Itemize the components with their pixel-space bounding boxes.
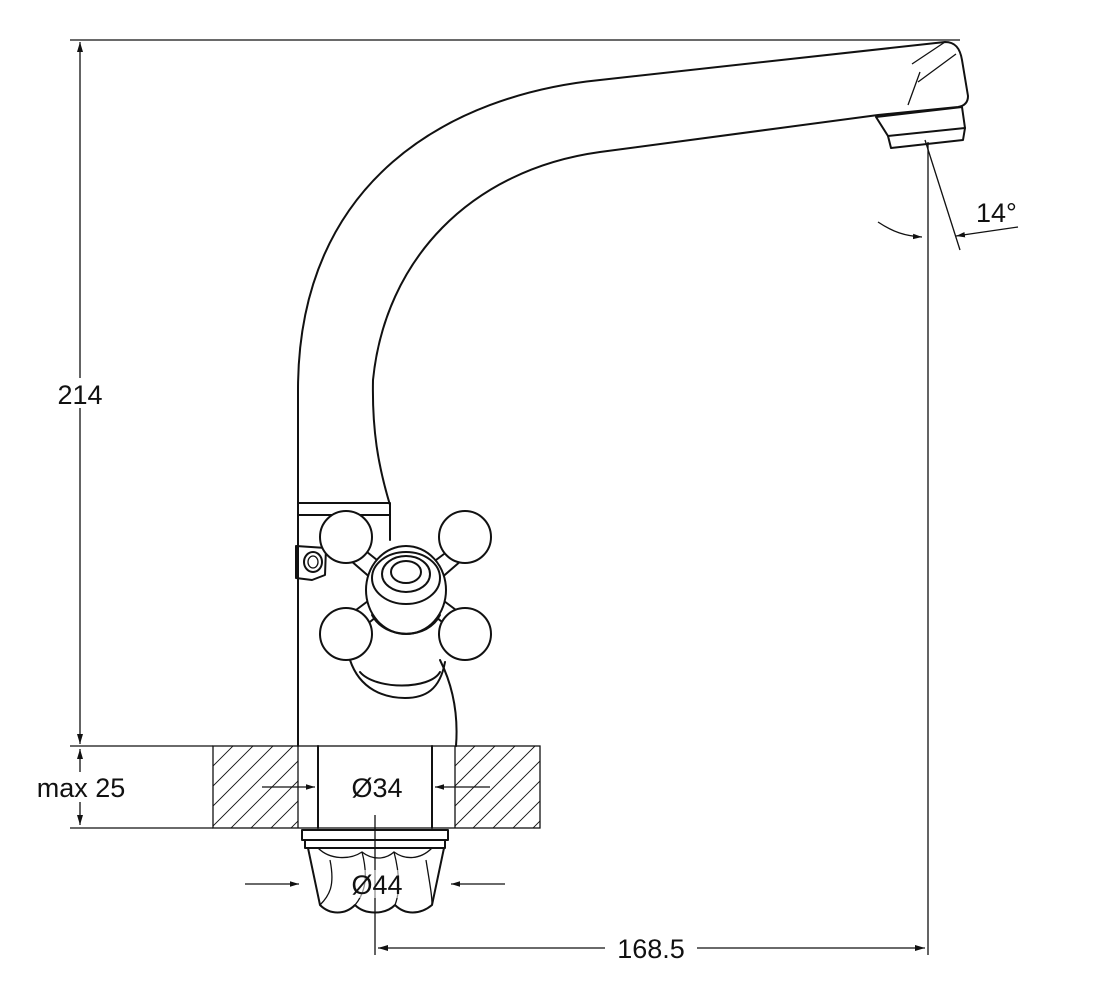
faucet-body <box>295 41 969 747</box>
spout-outline <box>297 41 969 506</box>
dimension-nut-diameter: Ø44 <box>245 870 505 900</box>
dimension-angle-label: 14° <box>976 198 1017 228</box>
dimension-angle: 14° <box>877 139 1019 251</box>
handle-knob-top-left <box>319 510 373 564</box>
dimension-thickness-label: max 25 <box>37 773 126 803</box>
dimension-thickness: max 25 <box>25 749 213 829</box>
aerator <box>875 106 966 137</box>
dimension-nut-diameter-label: Ø44 <box>351 870 402 900</box>
countertop-hatch-left <box>213 746 298 828</box>
countertop-hatch-right <box>455 746 540 828</box>
dimension-reach: 168.5 <box>378 142 929 964</box>
cross-handle <box>319 510 492 661</box>
handle-knob-top-right <box>438 510 492 564</box>
dimension-height: 214 <box>50 39 960 747</box>
handle-knob-bottom-left <box>319 607 373 661</box>
dimension-hole-diameter: Ø34 <box>262 773 490 803</box>
dimension-hole-diameter-label: Ø34 <box>351 773 402 803</box>
dimension-height-label: 214 <box>57 380 102 410</box>
valve-dome <box>349 659 446 699</box>
countertop-section <box>212 745 541 829</box>
handle-knob-bottom-right <box>438 607 492 661</box>
dimension-reach-label: 168.5 <box>617 934 685 964</box>
